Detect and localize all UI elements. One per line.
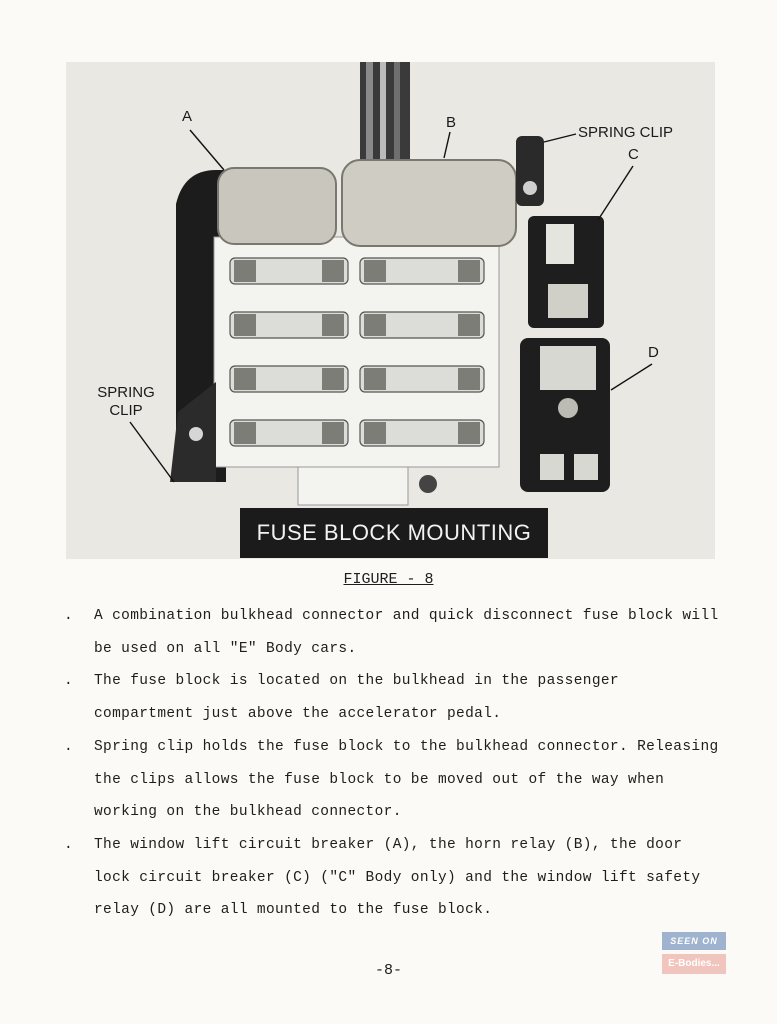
fuse-block-illustration — [129, 62, 653, 506]
horn-relay — [341, 159, 517, 247]
bullet-text: Spring clip holds the fuse block to the … — [94, 738, 719, 821]
watermark-line2: E-Bodies... — [662, 954, 726, 974]
page-number: -8- — [374, 962, 402, 979]
bullet-marker: . — [64, 738, 74, 755]
callout-a: A — [182, 108, 193, 125]
relay-terminal — [540, 454, 564, 480]
callout-spring-clip-left: SPRING CLIP — [96, 384, 156, 420]
callout-b: B — [446, 114, 457, 131]
bullet-item: . A combination bulkhead connector and q… — [60, 600, 720, 665]
fuse-rows — [229, 257, 485, 447]
spring-clip-right — [516, 136, 544, 206]
figure-caption: FIGURE - 8 — [0, 571, 777, 588]
bullet-marker: . — [64, 673, 74, 690]
bullet-text: A combination bulkhead connector and qui… — [94, 608, 719, 657]
callout-spring-clip-right: SPRING CLIP — [578, 124, 674, 141]
fuse-panel-tab — [297, 466, 409, 506]
bullet-text: The window lift circuit breaker (A), the… — [94, 836, 701, 919]
breaker-terminal — [548, 284, 588, 318]
callout-c: C — [628, 146, 639, 163]
watermark-line1: SEEN ON — [662, 932, 726, 950]
bullet-marker: . — [64, 608, 74, 624]
bullet-marker: . — [64, 836, 74, 853]
callout-d: D — [648, 344, 659, 361]
figure-banner: FUSE BLOCK MOUNTING — [240, 508, 548, 558]
leader-lines — [129, 129, 653, 483]
bullet-list: . A combination bulkhead connector and q… — [60, 600, 720, 927]
figure-caption-text: FIGURE - 8 — [343, 571, 434, 588]
relay-terminal — [558, 398, 578, 418]
relay-terminal — [574, 454, 598, 480]
bullet-item: . Spring clip holds the fuse block to th… — [60, 731, 720, 829]
wire-harness — [360, 62, 410, 172]
callout-spring-clip-left-line1: SPRING — [97, 384, 155, 401]
window-lift-circuit-breaker — [217, 167, 337, 245]
clip-hole — [189, 427, 203, 441]
fuse-caps — [234, 260, 480, 444]
watermark-logo: SEEN ON E-Bodies... — [662, 932, 726, 974]
bullet-text: The fuse block is located on the bulkhea… — [94, 673, 619, 723]
fuse-block-photo: A B SPRING CLIP C D SPRING CLIP — [66, 62, 715, 559]
breaker-terminal — [546, 224, 574, 264]
callout-spring-clip-left-line2: CLIP — [109, 402, 143, 419]
bullet-item: . The fuse block is located on the bulkh… — [60, 665, 720, 730]
mount-hole — [419, 475, 437, 493]
bullet-item: . The window lift circuit breaker (A), t… — [60, 829, 720, 927]
relay-terminal — [540, 346, 596, 390]
clip-hole — [523, 181, 537, 195]
